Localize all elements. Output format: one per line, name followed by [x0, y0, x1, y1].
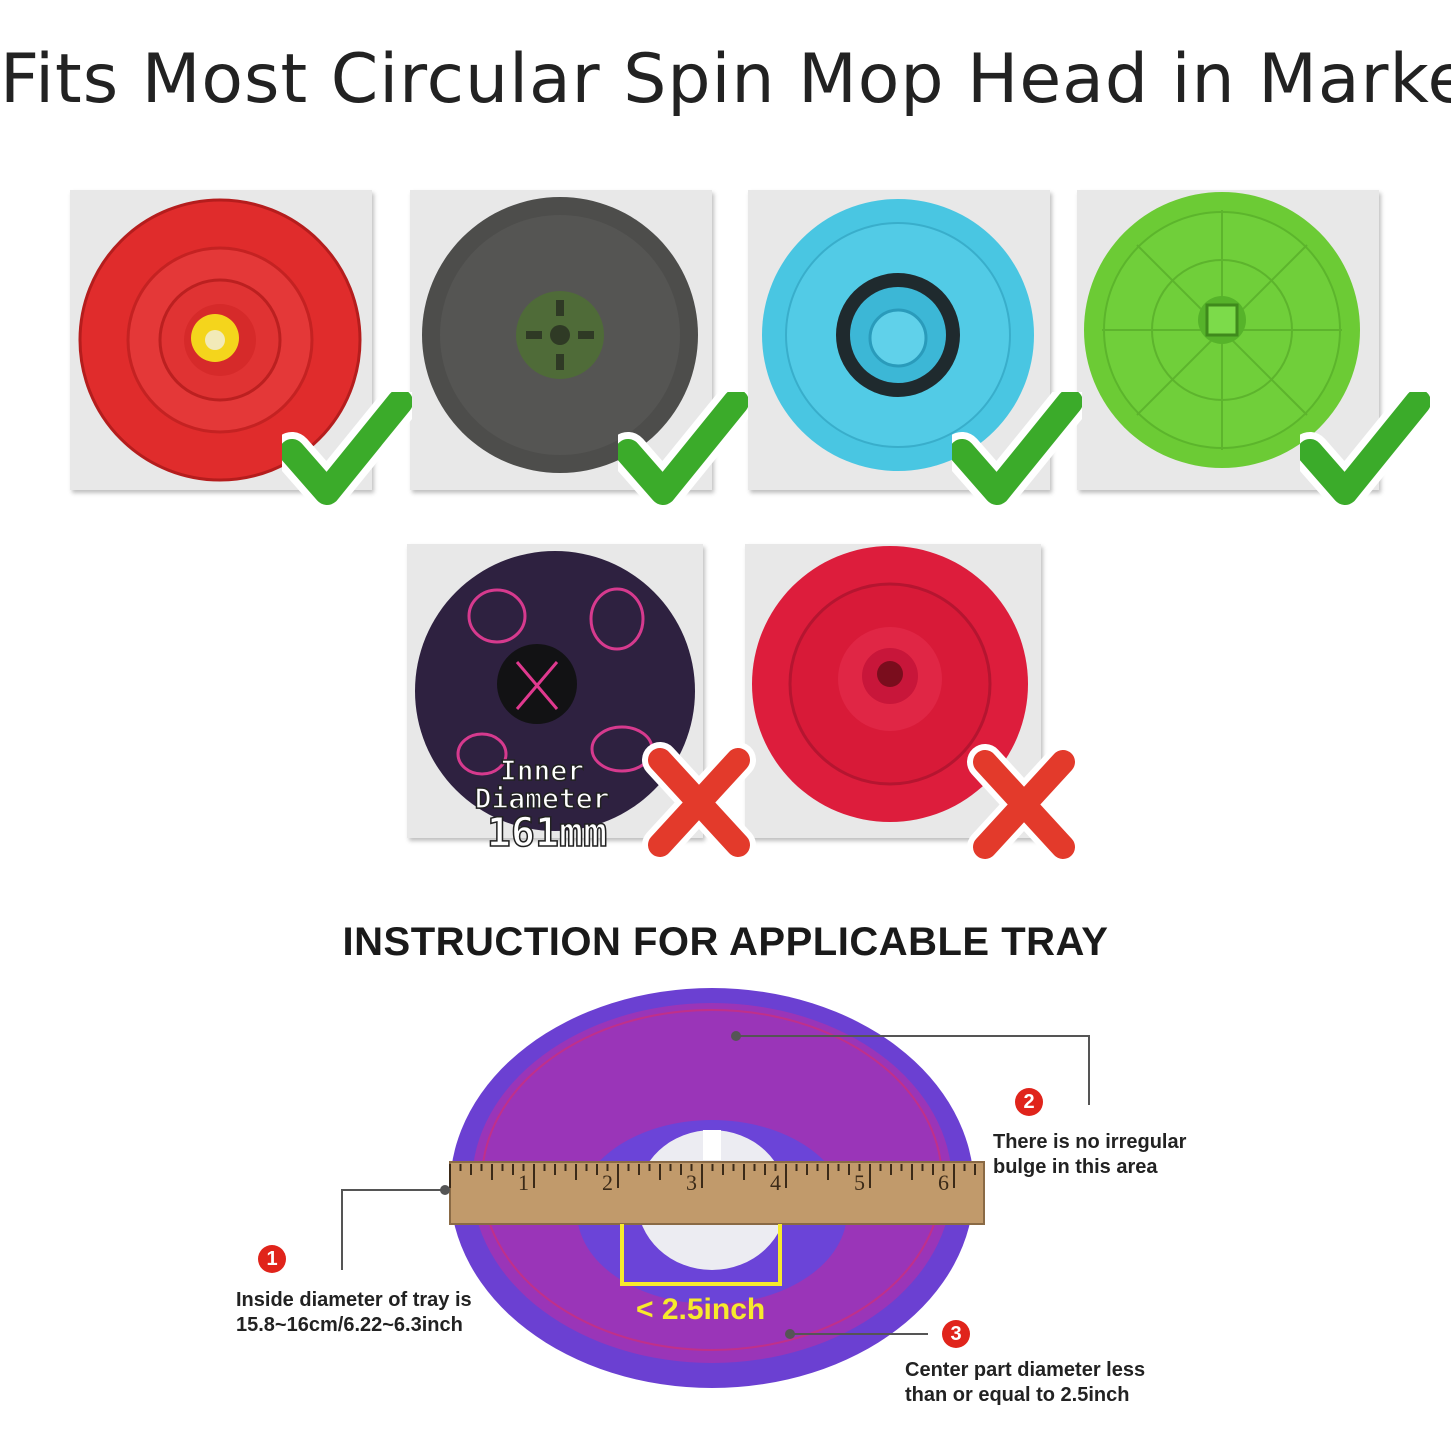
ruler-tick-label: 3 [686, 1170, 697, 1195]
inner-diameter-value: 161mm [486, 810, 608, 856]
ruler-tick-label: 2 [602, 1170, 613, 1195]
crimson-mop-head-image [752, 546, 1028, 822]
cross-icon [967, 744, 1081, 865]
ruler-tick-label: 5 [854, 1170, 865, 1195]
check-icon [1300, 392, 1430, 512]
page-headline: Fits Most Circular Spin Mop Head in Mark… [0, 40, 1451, 119]
tile-crimson-mop-head [745, 544, 1041, 838]
badge-2: 2 [1015, 1088, 1043, 1116]
check-icon [618, 392, 748, 512]
red-mop-head-image [78, 198, 362, 482]
ruler-tick-label: 1 [518, 1170, 529, 1195]
measure-label: < 2.5inch [636, 1293, 766, 1326]
inner-diameter-line1: Inner [499, 754, 585, 787]
purple-mop-head-image [415, 551, 695, 831]
cross-icon [642, 742, 756, 863]
badge-3: 3 [942, 1320, 970, 1348]
inner-diameter-line2: Diameter [474, 782, 610, 815]
tile-green-mop-head [1077, 190, 1379, 490]
tile-blue-mop-head [748, 190, 1050, 490]
ruler-tick-label: 4 [770, 1170, 781, 1195]
ruler [449, 1161, 985, 1225]
tile-gray-mop-head [410, 190, 712, 490]
note-3-line1: Center part diameter less [905, 1359, 1146, 1381]
note-2-line1: There is no irregular [993, 1131, 1187, 1153]
note-2: There is no irregular bulge in this area [993, 1130, 1186, 1180]
tile-red-mop-head [70, 190, 372, 490]
ruler-tick-label: 6 [938, 1170, 949, 1195]
note-3: Center part diameter less than or equal … [905, 1358, 1145, 1408]
note-1-line2: 15.8~16cm/6.22~6.3inch [236, 1314, 463, 1336]
inner-diameter-note: Inner Diameter 161mm [462, 756, 652, 854]
check-icon [282, 392, 412, 512]
note-2-line2: bulge in this area [993, 1156, 1158, 1178]
note-1-line1: Inside diameter of tray is [236, 1289, 472, 1311]
gray-mop-head-image [422, 197, 698, 473]
blue-mop-head-image [762, 199, 1034, 471]
badge-1: 1 [258, 1245, 286, 1273]
note-3-line2: than or equal to 2.5inch [905, 1384, 1130, 1406]
green-mop-head-image [1084, 192, 1360, 468]
check-icon [952, 392, 1082, 512]
note-1: Inside diameter of tray is 15.8~16cm/6.2… [236, 1288, 472, 1338]
instruction-title: INSTRUCTION FOR APPLICABLE TRAY [342, 920, 1109, 964]
tile-purple-mop-head [407, 544, 703, 838]
